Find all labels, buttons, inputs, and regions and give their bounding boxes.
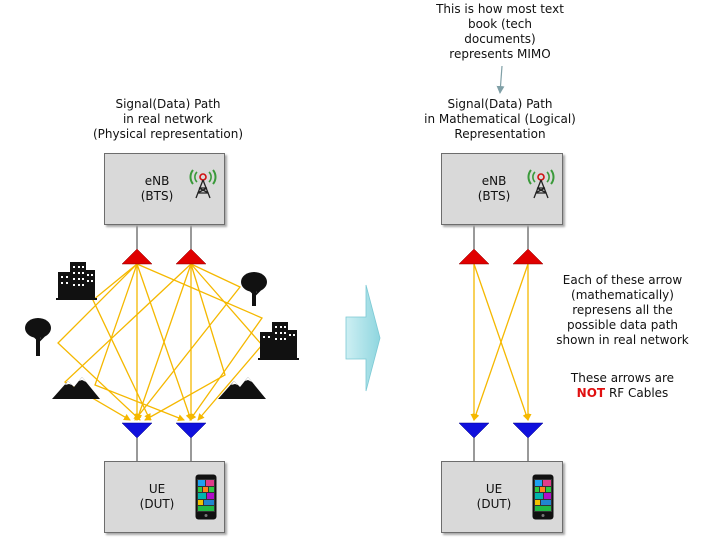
side-note-line: possible data path [566, 318, 679, 332]
side-note-line: Each of these arrow [562, 273, 683, 287]
right-panel-title: Signal(Data) Path in Mathematical (Logic… [400, 97, 600, 142]
title-line: (Physical representation) [93, 127, 243, 141]
callout-line: book (tech [467, 17, 533, 31]
callout-arrow [496, 65, 505, 94]
right-tx-antennas [458, 248, 544, 265]
tx-antenna [512, 248, 544, 265]
ue-box: UE (DUT) [441, 461, 563, 533]
warning-not: NOT [576, 386, 606, 400]
title-line: Signal(Data) Path [447, 97, 553, 111]
rx-antenna [512, 422, 544, 439]
ue-label-line: UE [148, 482, 166, 496]
side-note-line: (mathematically) [571, 288, 674, 302]
mountain-icon [218, 377, 266, 399]
side-note-line: represens all the [572, 303, 673, 317]
left-rx-antennas [121, 422, 207, 439]
enb-box: eNB (BTS) [104, 153, 225, 225]
enb-label-line: eNB [144, 174, 170, 188]
enb-label: eNB (BTS) [464, 174, 524, 204]
ue-label-line: UE [485, 482, 503, 496]
smartphone-icon [532, 474, 554, 520]
warning-note: These arrows are NOT RF Cables [545, 371, 700, 401]
building-icon [56, 262, 97, 300]
callout-line: represents MIMO [449, 47, 551, 61]
tree-icon [25, 318, 51, 356]
right-arrow-icon [345, 284, 381, 392]
tx-antenna [175, 248, 207, 265]
enb-box: eNB (BTS) [441, 153, 563, 225]
tx-antenna [121, 248, 153, 265]
right-rx-antennas [458, 422, 544, 439]
ue-box: UE (DUT) [104, 461, 225, 533]
enb-label: eNB (BTS) [127, 174, 187, 204]
enb-label-line: eNB [481, 174, 507, 188]
right-logical-paths [470, 263, 532, 421]
side-note: Each of these arrow (mathematically) rep… [545, 273, 700, 348]
warning-suffix: RF Cables [608, 386, 669, 400]
mountain-icon [52, 377, 100, 399]
enb-label-line: (BTS) [477, 189, 511, 203]
radio-tower-icon [189, 169, 217, 199]
left-tx-antennas [121, 248, 207, 265]
radio-tower-icon [527, 169, 555, 199]
rx-antenna [121, 422, 153, 439]
enb-label-line: (BTS) [140, 189, 174, 203]
title-line: in real network [122, 112, 214, 126]
title-line: Representation [454, 127, 546, 141]
callout-line: documents) [464, 32, 536, 46]
tx-antenna [458, 248, 490, 265]
ue-label-line: (DUT) [139, 497, 175, 511]
ue-label-line: (DUT) [476, 497, 512, 511]
callout-line: This is how most text [436, 2, 564, 16]
side-note-line: shown in real network [556, 333, 689, 347]
warning-line: These arrows are [570, 371, 675, 385]
rx-antenna [458, 422, 490, 439]
left-panel-title: Signal(Data) Path in real network (Physi… [78, 97, 258, 142]
building-icon [258, 322, 299, 360]
title-line: Signal(Data) Path [115, 97, 221, 111]
ue-label: UE (DUT) [464, 482, 524, 512]
callout-text: This is how most text book (tech documen… [410, 2, 590, 62]
title-line: in Mathematical (Logical) [424, 112, 576, 126]
ue-label: UE (DUT) [127, 482, 187, 512]
smartphone-icon [195, 474, 217, 520]
tree-icon [241, 272, 267, 306]
rx-antenna [175, 422, 207, 439]
warning-line: NOT RF Cables [545, 386, 700, 401]
